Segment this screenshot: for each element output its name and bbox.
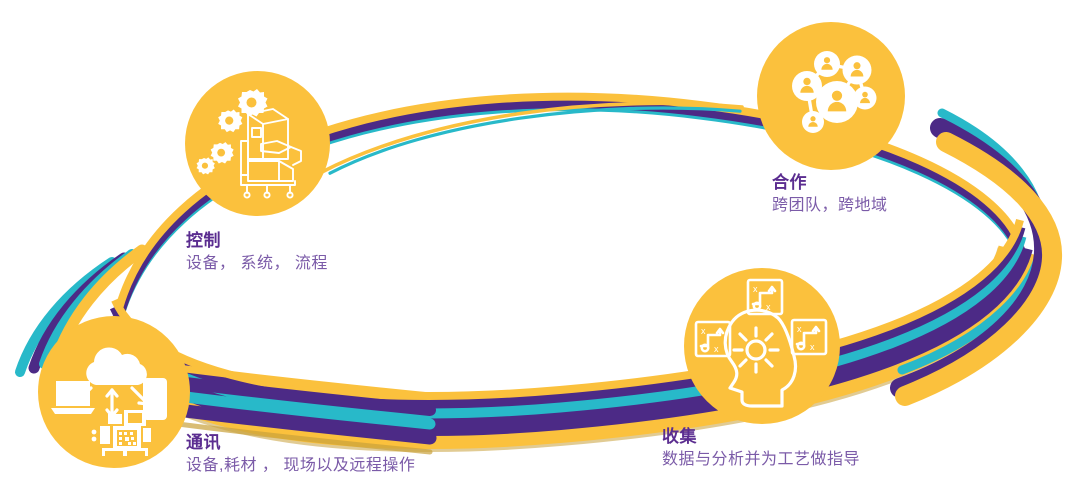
ribbon-top-thin-accent xyxy=(320,101,744,175)
node-title-collaborate: 合作 xyxy=(772,173,807,192)
node-label-collect: 收集 数据与分析并为工艺做指导 xyxy=(662,426,860,470)
node-subtitle-communicate: 设备,耗材 ， 现场以及远程操作 xyxy=(186,457,416,475)
node-title-control: 控制 xyxy=(186,231,221,250)
node-circle-control[interactable] xyxy=(185,71,330,216)
node-label-communicate: 通讯 设备,耗材 ， 现场以及远程操作 xyxy=(186,432,415,476)
node-circle-communicate[interactable] xyxy=(38,316,190,468)
node-circle-collect[interactable] xyxy=(684,268,840,424)
node-label-control: 控制 设备， 系统， 流程 xyxy=(186,230,328,274)
node-title-communicate: 通讯 xyxy=(186,433,221,452)
node-subtitle-collect: 数据与分析并为工艺做指导 xyxy=(662,451,861,469)
node-label-collaborate: 合作 跨团队，跨地域 xyxy=(772,172,888,216)
node-circle-collaborate[interactable] xyxy=(757,22,905,170)
node-title-collect: 收集 xyxy=(662,427,697,446)
ribbon-right-turn xyxy=(890,108,1063,406)
node-subtitle-collaborate: 跨团队，跨地域 xyxy=(772,197,888,215)
ribbon-left-tail xyxy=(171,364,437,455)
node-subtitle-control: 设备， 系统， 流程 xyxy=(186,255,328,273)
